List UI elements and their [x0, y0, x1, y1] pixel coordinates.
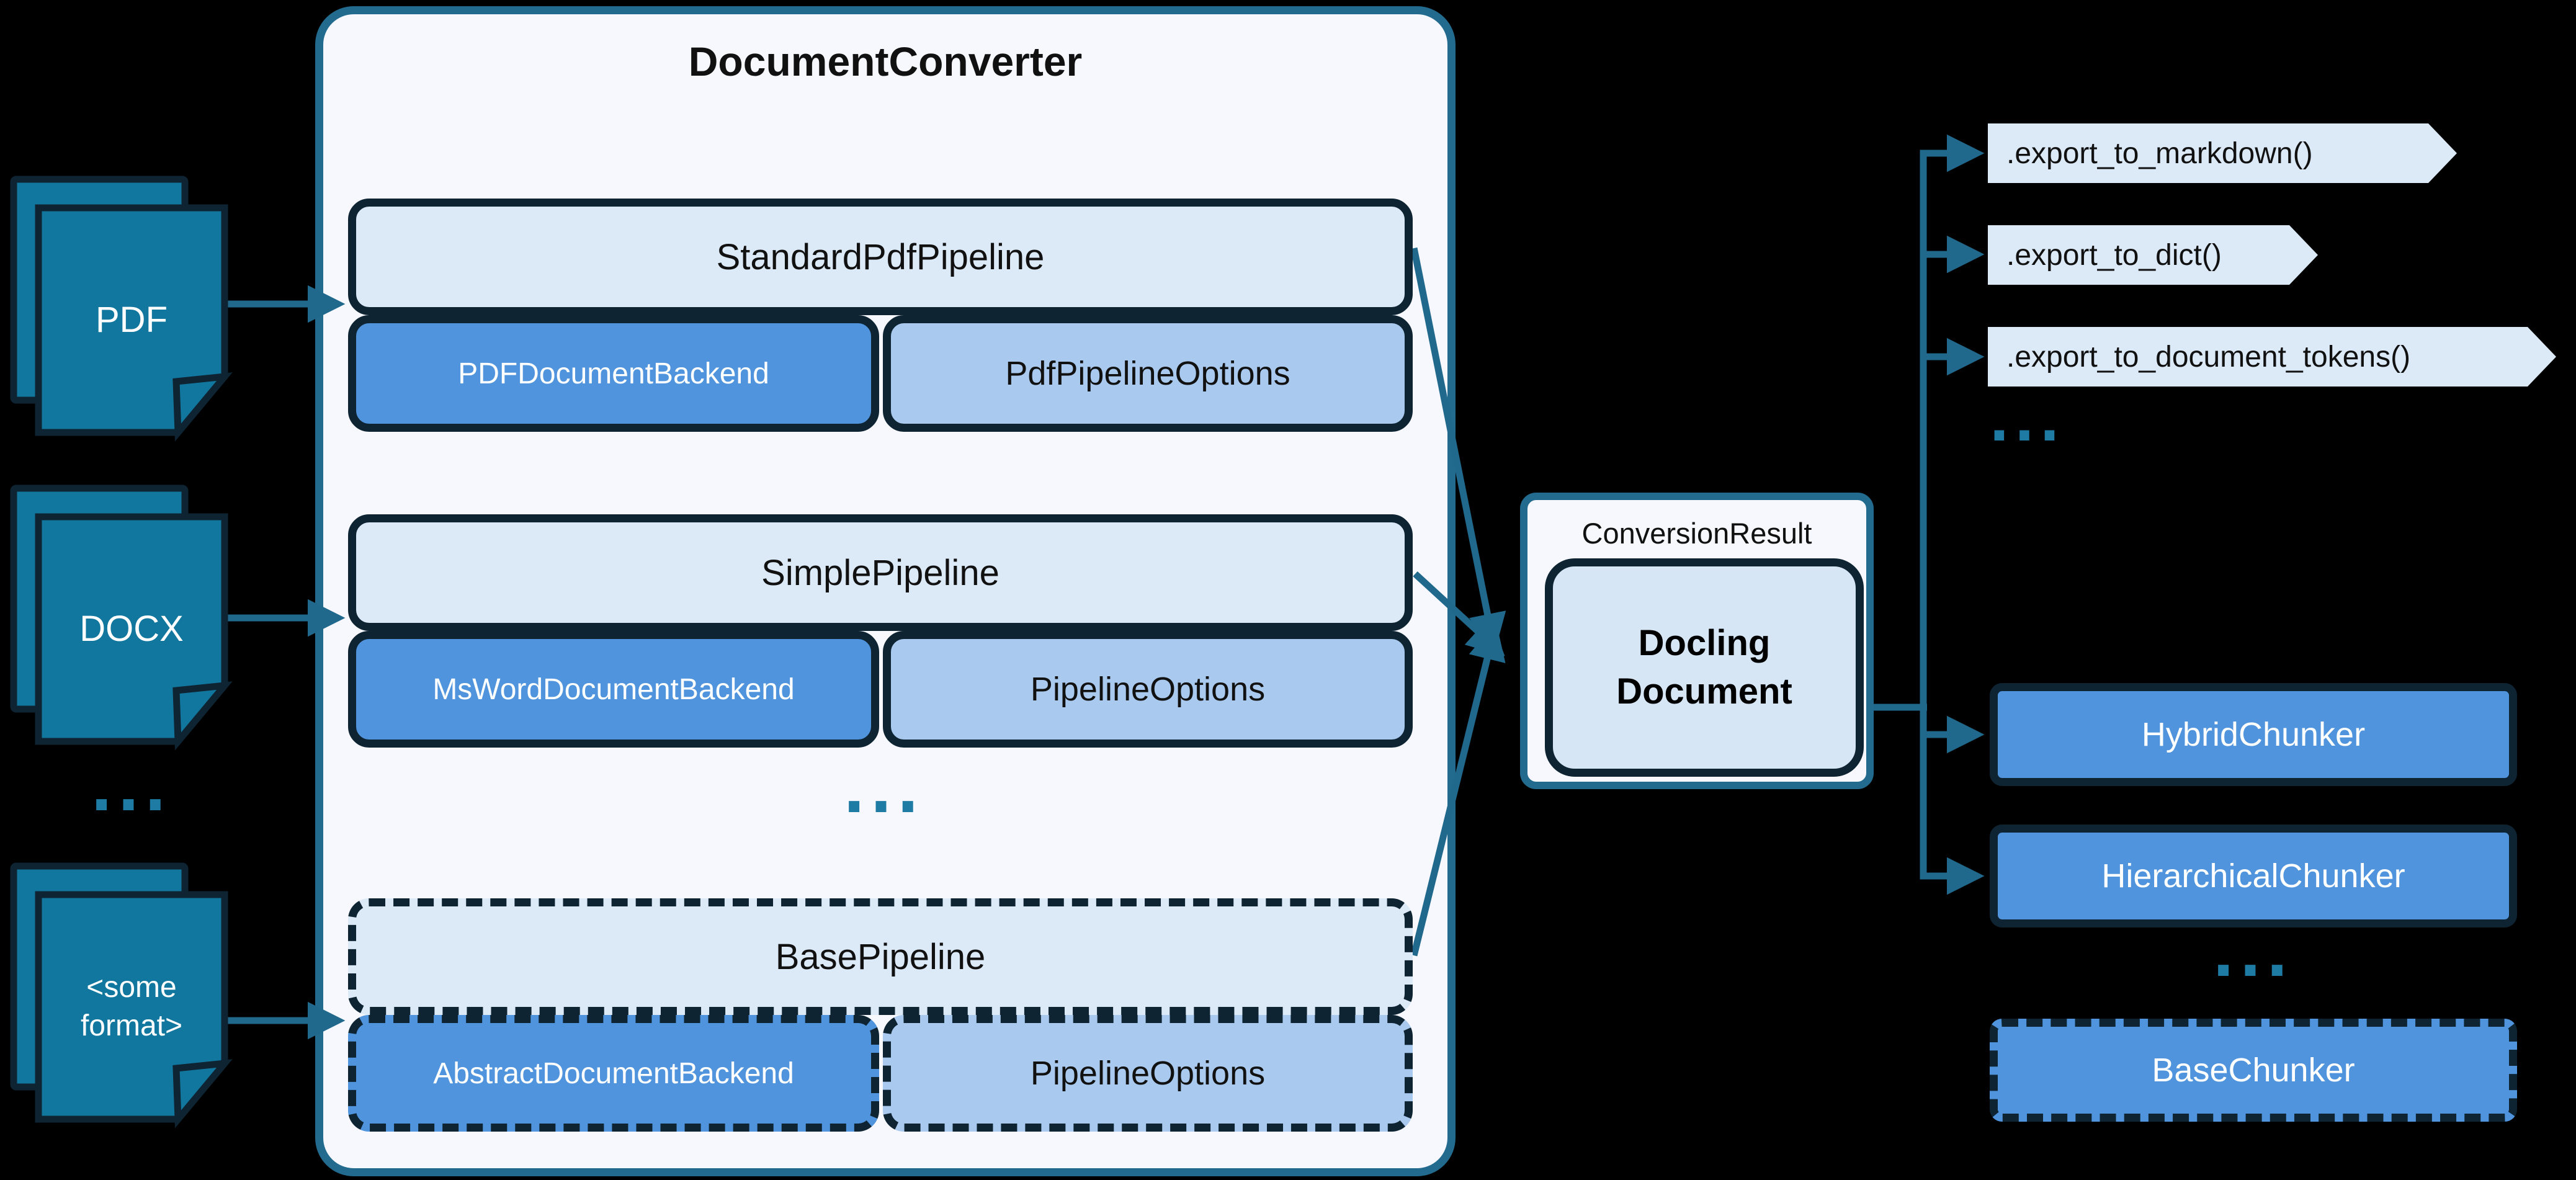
- input-doc-stack-docx: DOCX: [10, 485, 233, 751]
- export-method-label: .export_to_document_tokens(): [2006, 340, 2411, 373]
- chunkers-ellipsis: ...: [2212, 909, 2294, 992]
- export-method-label: .export_to_markdown(): [2006, 136, 2313, 170]
- exports-ellipsis: ...: [1990, 379, 2065, 455]
- converter-ellipsis: ...: [843, 745, 925, 828]
- document-converter-title: DocumentConverter: [688, 38, 1083, 84]
- backend-box-abstract: AbstractDocumentBackend: [348, 1015, 879, 1132]
- input-format-label: PDF: [96, 300, 168, 341]
- export-banner-markdown: .export_to_markdown(): [1988, 123, 2457, 183]
- conversion-result-label: ConversionResult: [1581, 517, 1812, 550]
- chunker-box-hybrid: HybridChunker: [1990, 683, 2517, 786]
- input-format-label: DOCX: [79, 609, 184, 650]
- chunker-box-base: BaseChunker: [1990, 1019, 2517, 1122]
- input-doc-stack-pdf: PDF: [10, 176, 233, 442]
- document-pages-icon: [10, 485, 233, 751]
- document-pages-icon: [10, 862, 233, 1129]
- document-pages-icon: [10, 176, 233, 442]
- conversion-result-box: ConversionResult Docling Document: [1520, 493, 1874, 789]
- backend-box-pdf: PDFDocumentBackend: [348, 315, 879, 432]
- input-format-label: <some format>: [80, 970, 183, 1042]
- export-banner-dict: .export_to_dict(): [1988, 225, 2318, 285]
- options-box-pdf: PdfPipelineOptions: [883, 315, 1413, 432]
- docling-document-box: Docling Document: [1545, 558, 1864, 777]
- input-arrows: [226, 285, 346, 1040]
- backend-box-msword: MsWordDocumentBackend: [348, 631, 879, 748]
- pipeline-box-base: BasePipeline: [348, 898, 1413, 1015]
- pipeline-box-standard-pdf: StandardPdfPipeline: [348, 199, 1413, 315]
- options-box-base: PipelineOptions: [883, 1015, 1413, 1132]
- pipeline-box-simple: SimplePipeline: [348, 514, 1413, 631]
- inputs-ellipsis: ...: [91, 743, 172, 826]
- options-box-simple: PipelineOptions: [883, 631, 1413, 748]
- export-banner-document-tokens: .export_to_document_tokens(): [1988, 327, 2556, 387]
- input-doc-stack-some-format: <some format>: [10, 862, 233, 1129]
- export-method-label: .export_to_dict(): [2006, 238, 2222, 272]
- chunker-box-hierarchical: HierarchicalChunker: [1990, 825, 2517, 927]
